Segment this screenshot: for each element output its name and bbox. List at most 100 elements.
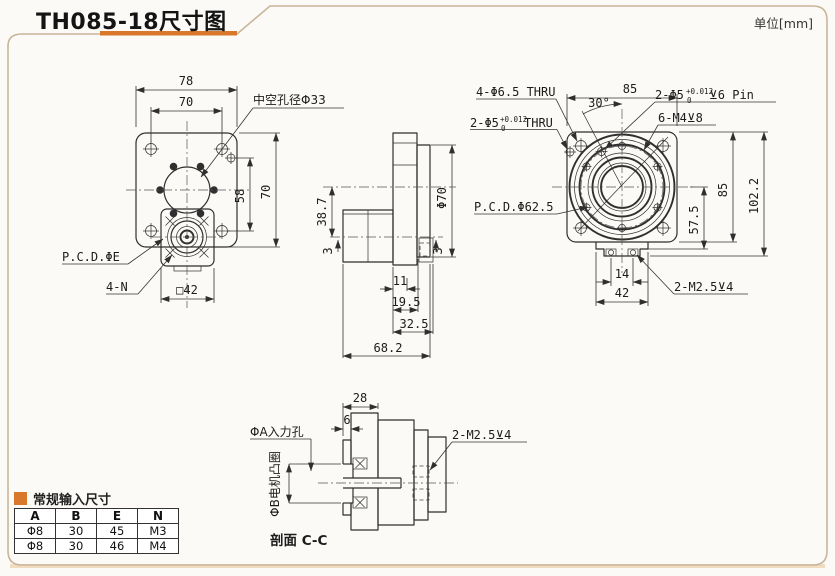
callout-4-phi6-5-thru: 4-Φ6.5 THRU [476,85,555,99]
dim-38-7: 38.7 [315,198,329,227]
coupling-screw [355,458,365,469]
title-underline [100,31,237,36]
corner-hole [142,222,160,240]
side-view: 38.7 3 3 Φ70 11 19.5 32.5 [315,132,456,359]
callout-2-phi5-thru-group: 2-Φ5 +0.012 0 THRU [470,115,568,150]
legend-square-icon [14,492,27,505]
callout-2-m2-5-section-group: 2-M2.5⊻4 [429,428,527,471]
side-bottom-dims: 11 19.5 32.5 68.2 [342,259,434,359]
dim-70-right-group: 70 [216,132,280,248]
corner-hole [142,140,160,158]
dim-85-right-group: 85 [679,131,737,243]
input-spec-table: A B E N Φ8 30 45 M3 Φ8 30 46 M4 [14,508,179,554]
bottom-tab [595,242,649,257]
cell: Φ8 [14,538,56,554]
cell: M3 [137,523,179,539]
dim-11: 11 [393,274,407,288]
callout-motor-boss-group: ΦB电机凸圈 [268,451,341,517]
dim-3-left: 3 [321,247,335,254]
dim-3-right: 3 [431,247,445,254]
dim-85-top-group: 85 [566,82,678,126]
dim-phi70: Φ70 [435,187,449,209]
mount-hole-mark [165,216,175,226]
tol-upper: +0.012 [500,115,527,124]
page-border [7,5,828,568]
section-cut-line [577,136,669,232]
table-legend: 常规输入尺寸 [14,489,111,508]
tol-lower: 0 [501,124,506,133]
tol-lower-2: 0 [687,96,692,105]
callout-6-m4-group: 6-M4⊻8 [643,111,716,151]
dim-angle-30-group: 30° [581,96,623,188]
table-row: Φ8 30 46 M4 [14,538,179,554]
corner-hole [654,137,672,155]
callout-2-m2-5-rear-group: 2-M2.5⊻4 [636,254,748,295]
callout-4-n: 4-N [106,280,128,294]
dim-58-group: 58 [228,157,254,232]
callout-pcd-e: P.C.D.ΦE [62,250,120,264]
dim-42: 42 [615,286,629,300]
section-caption: 剖面 C-C [270,532,328,549]
dim-angle-30: 30° [588,96,610,110]
dim-square-42: □42 [176,283,198,297]
dim-3-right-group: 3 [431,239,445,255]
m2-5-screw [412,488,430,501]
page-title: TH085-18尺寸图 [36,10,227,35]
dim-68-2: 68.2 [374,341,403,355]
callout-pcd-62-5: P.C.D.Φ62.5 [474,200,553,214]
cell: M4 [137,538,179,554]
dim-6: 6 [343,413,350,427]
callout-pcd-e-group: P.C.D.ΦE [62,238,164,265]
col-header-a: A [14,508,56,524]
dim-square-42-group: □42 [160,268,215,303]
dim-19-5: 19.5 [392,295,421,309]
dim-85-top: 85 [623,82,637,96]
corner-hole [654,219,672,237]
callout-4-n-group: 4-N [106,254,173,295]
dim-42-group: 42 [595,252,649,306]
screw-bracket [418,237,434,263]
dim-28: 28 [353,391,367,405]
cell: Φ8 [14,523,56,539]
callout-2-phi5-pin-group: 2-Φ5 +0.012 0 ⊻6 Pin [604,87,776,150]
pin-hole [563,145,577,159]
corner-hole [213,222,231,240]
thru-suffix: THRU [524,116,553,130]
dim-14-group: 14 [596,258,648,286]
callout-2-phi5-thru: 2-Φ5 [470,116,499,130]
callout-motor-boss: ΦB电机凸圈 [268,451,282,517]
m2-5-screw [412,465,430,478]
callout-input-hole-group: ΦA入力孔 [250,425,314,472]
dim-3-left-group: 3 [321,239,341,255]
callout-input-hole: ΦA入力孔 [250,425,304,439]
unit-label: 单位[mm] [753,16,813,31]
section-view: 28 6 ΦA入力孔 ΦB电机凸圈 2-M2.5⊻4 剖面 C-C [250,391,527,549]
callout-2-phi5-pin: 2-Φ5 [655,88,684,102]
dim-57-5: 57.5 [687,206,701,235]
legend-text: 常规输入尺寸 [33,493,112,508]
corner-hole [572,137,590,155]
callout-hollow-bore-group: 中空孔径Φ33 [200,92,344,178]
dim-57-5-group: 57.5 [648,186,708,250]
col-header-e: E [96,508,138,524]
dim-85-right: 85 [716,183,730,197]
callout-6-m4: 6-M4⊻8 [658,111,703,125]
mount-hole-mark [165,248,175,258]
tol-upper-2: +0.012 [686,87,713,96]
main-body [350,412,379,531]
dim-14: 14 [615,267,629,281]
dim-78-group: 78 [135,74,238,127]
pin-suffix: ⊻6 Pin [709,88,754,102]
dim-32-5: 32.5 [400,317,429,331]
col-header-n: N [137,508,179,524]
table-row: Φ8 30 45 M3 [14,523,179,539]
dim-58: 58 [233,189,247,203]
table-header-row: A B E N [14,508,179,524]
input-bore [341,478,401,488]
dim-70-right: 70 [259,185,273,199]
mount-hole-mark [199,216,209,226]
dim-78: 78 [179,74,193,88]
dim-70-top-group: 70 [150,95,223,142]
mount-hole-mark [199,248,209,258]
cell: 46 [96,538,138,554]
